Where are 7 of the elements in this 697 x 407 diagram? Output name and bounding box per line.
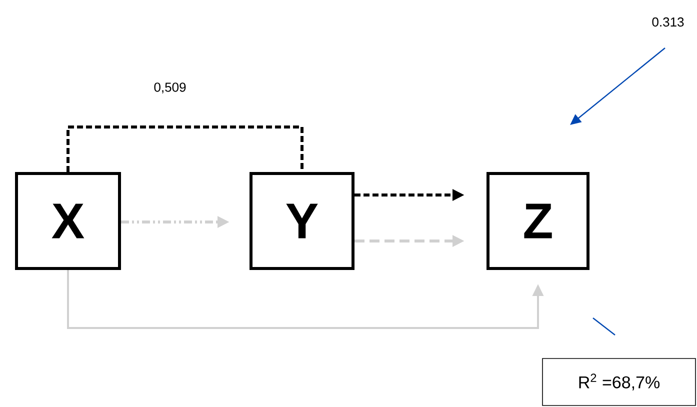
result-box: R$^{2}$ =68,7% [542,358,696,406]
edge-label: 0,509 [154,82,186,94]
variable-box: Z [486,172,590,270]
value-label: 0.313 [652,17,684,27]
variable-box: Y [250,172,354,270]
variable-box: X [15,172,121,270]
connector-line [66,126,304,172]
